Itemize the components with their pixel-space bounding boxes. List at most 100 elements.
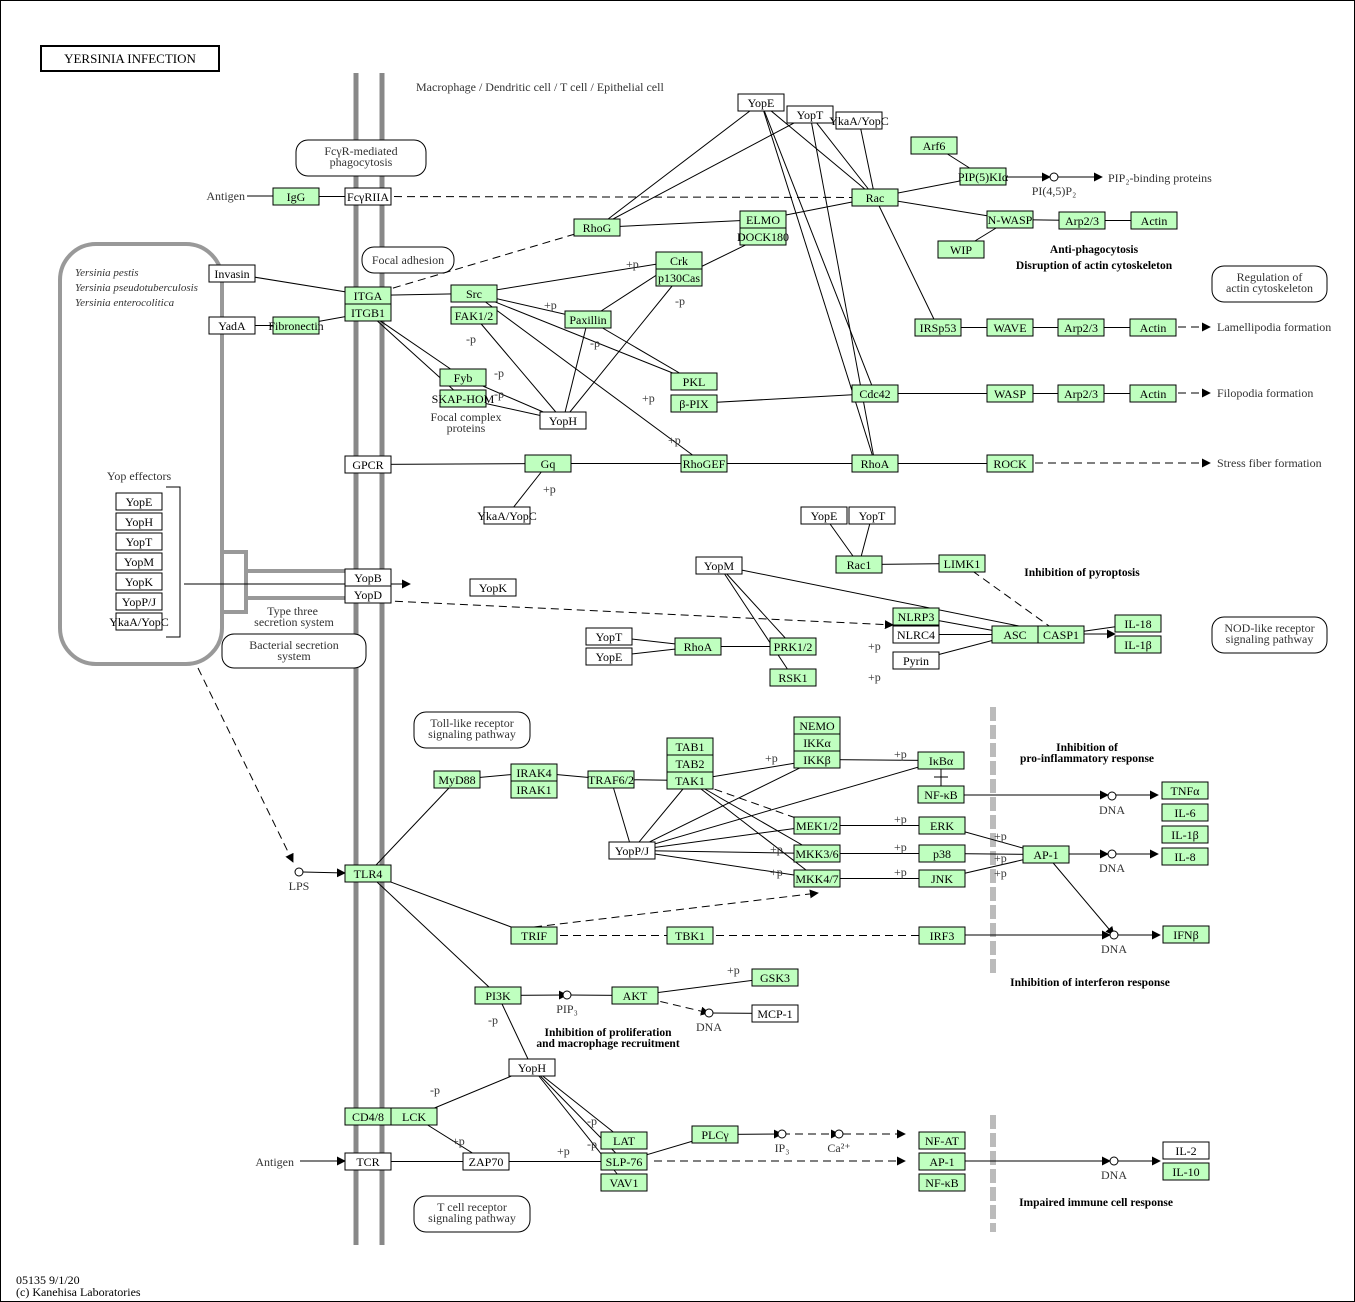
node-yada[interactable]: YadA xyxy=(208,316,256,335)
node-traf6[interactable]: TRAF6/2 xyxy=(587,770,635,789)
node-casp1[interactable]: CASP1 xyxy=(1037,625,1085,644)
node-rsk1[interactable]: RSK1 xyxy=(769,668,817,687)
compound-dna_ifn[interactable]: DNA xyxy=(1101,930,1127,956)
node-itga[interactable]: ITGA xyxy=(344,286,392,305)
node-vav1[interactable]: VAV1 xyxy=(600,1173,648,1192)
node-nfkb_b[interactable]: NF-κB xyxy=(918,1173,966,1192)
node-rhoa_b[interactable]: RhoA xyxy=(674,637,722,656)
node-il10[interactable]: IL-10 xyxy=(1162,1162,1210,1181)
yop-effector[interactable]: YkaA/YopC xyxy=(109,612,169,631)
node-tab2[interactable]: TAB2 xyxy=(666,754,714,773)
node-arf6[interactable]: Arf6 xyxy=(910,136,958,155)
node-ikka[interactable]: IKKα xyxy=(793,733,841,752)
node-yope_mid[interactable]: YopE xyxy=(800,506,848,525)
node-irf3[interactable]: IRF3 xyxy=(918,926,966,945)
node-il18[interactable]: IL-18 xyxy=(1114,614,1162,633)
node-il6[interactable]: IL-6 xyxy=(1161,803,1209,822)
compound-ca[interactable]: Ca²⁺ xyxy=(827,1129,851,1155)
compound-lps[interactable]: LPS xyxy=(289,867,310,893)
node-nemo[interactable]: NEMO xyxy=(793,716,841,735)
node-fyb[interactable]: Fyb xyxy=(439,368,487,387)
node-dock180[interactable]: DOCK180 xyxy=(737,227,789,246)
node-rac1[interactable]: Rac1 xyxy=(835,555,883,574)
node-yoph_a[interactable]: YopH xyxy=(539,411,587,430)
node-fak[interactable]: FAK1/2 xyxy=(450,306,498,325)
node-nlrp3[interactable]: NLRP3 xyxy=(892,607,940,626)
yop-effector[interactable]: YopP/J xyxy=(115,592,163,611)
map-link-focal[interactable]: Focal adhesion xyxy=(361,246,455,274)
node-yopm[interactable]: YopM xyxy=(695,556,743,575)
node-trif[interactable]: TRIF xyxy=(510,926,558,945)
node-mek12[interactable]: MEK1/2 xyxy=(793,816,841,835)
node-il1b_b[interactable]: IL-1β xyxy=(1161,825,1209,844)
node-yopk[interactable]: YopK xyxy=(469,578,517,597)
node-rock[interactable]: ROCK xyxy=(986,454,1034,473)
node-jnk[interactable]: JNK xyxy=(918,869,966,888)
node-arp23_b[interactable]: Arp2/3 xyxy=(1057,318,1105,337)
node-pip5k[interactable]: PIP(5)KIα xyxy=(958,167,1009,186)
node-p130cas[interactable]: p130Cas xyxy=(655,268,703,287)
node-limk1[interactable]: LIMK1 xyxy=(938,554,986,573)
node-irak4[interactable]: IRAK4 xyxy=(510,763,558,782)
node-yopt_top[interactable]: YopT xyxy=(786,105,834,124)
node-lat[interactable]: LAT xyxy=(600,1131,648,1150)
node-skap[interactable]: SKAP-HOM xyxy=(432,389,495,408)
node-invasin[interactable]: Invasin xyxy=(208,264,256,283)
node-bpix[interactable]: β-PIX xyxy=(670,394,718,413)
node-yopt_low[interactable]: YopT xyxy=(585,627,633,646)
node-mkk47[interactable]: MKK4/7 xyxy=(793,869,841,888)
node-yoph_b[interactable]: YopH xyxy=(508,1058,556,1077)
node-nlrc4[interactable]: NLRC4 xyxy=(892,625,940,644)
node-elmo[interactable]: ELMO xyxy=(739,210,787,229)
node-cd48[interactable]: CD4/8 xyxy=(344,1107,392,1126)
node-yoppj[interactable]: YopP/J xyxy=(608,841,656,860)
compound-pip3[interactable]: PIP₃ xyxy=(556,990,578,1016)
node-yopd[interactable]: YopD xyxy=(344,585,392,604)
node-actin_a[interactable]: Actin xyxy=(1130,211,1178,230)
node-ikkb[interactable]: IKKβ xyxy=(793,750,841,769)
node-arp23_c[interactable]: Arp2/3 xyxy=(1057,384,1105,403)
node-wave[interactable]: WAVE xyxy=(986,318,1034,337)
node-p38[interactable]: p38 xyxy=(918,844,966,863)
node-wasp[interactable]: WASP xyxy=(986,384,1034,403)
node-rac[interactable]: Rac xyxy=(851,188,899,207)
node-ykaa_top[interactable]: YkaA/YopC xyxy=(829,111,889,130)
node-fibronectin[interactable]: Fibronectin xyxy=(268,316,324,335)
node-nfat[interactable]: NF-AT xyxy=(918,1131,966,1150)
node-mkk36[interactable]: MKK3/6 xyxy=(793,844,841,863)
node-gsk3[interactable]: GSK3 xyxy=(751,968,799,987)
node-irak1[interactable]: IRAK1 xyxy=(510,780,558,799)
node-itgb1[interactable]: ITGB1 xyxy=(344,303,392,322)
node-ap1_b[interactable]: AP-1 xyxy=(918,1152,966,1171)
node-ap1_a[interactable]: AP-1 xyxy=(1022,845,1070,864)
node-yope_top[interactable]: YopE xyxy=(737,93,785,112)
node-tlr4[interactable]: TLR4 xyxy=(344,864,392,883)
node-crk[interactable]: Crk xyxy=(655,251,703,270)
compound-dna_tnf[interactable]: DNA xyxy=(1099,791,1125,817)
compound-dna_il8[interactable]: DNA xyxy=(1099,849,1125,875)
node-tab1[interactable]: TAB1 xyxy=(666,737,714,756)
node-arp23_a[interactable]: Arp2/3 xyxy=(1058,211,1106,230)
node-ifnb[interactable]: IFNβ xyxy=(1162,925,1210,944)
yop-effector[interactable]: YopH xyxy=(115,512,163,531)
node-tak1[interactable]: TAK1 xyxy=(666,771,714,790)
node-mcp1[interactable]: MCP-1 xyxy=(751,1004,799,1023)
node-actin_c[interactable]: Actin xyxy=(1129,384,1177,403)
node-il2[interactable]: IL-2 xyxy=(1162,1141,1210,1160)
node-tnfa[interactable]: TNFα xyxy=(1161,781,1209,800)
node-rhog[interactable]: RhoG xyxy=(573,218,621,237)
node-tcr[interactable]: TCR xyxy=(344,1152,392,1171)
node-erk[interactable]: ERK xyxy=(918,816,966,835)
compound-pi45p2[interactable]: PI(4,5)P₂ xyxy=(1032,172,1077,198)
compound-dna_mcp[interactable]: DNA xyxy=(696,1008,722,1034)
node-pyrin[interactable]: Pyrin xyxy=(892,651,940,670)
node-gq[interactable]: Gq xyxy=(524,454,572,473)
node-il1b_a[interactable]: IL-1β xyxy=(1114,635,1162,654)
node-zap70[interactable]: ZAP70 xyxy=(462,1152,510,1171)
compound-dna_il2[interactable]: DNA xyxy=(1101,1156,1127,1182)
